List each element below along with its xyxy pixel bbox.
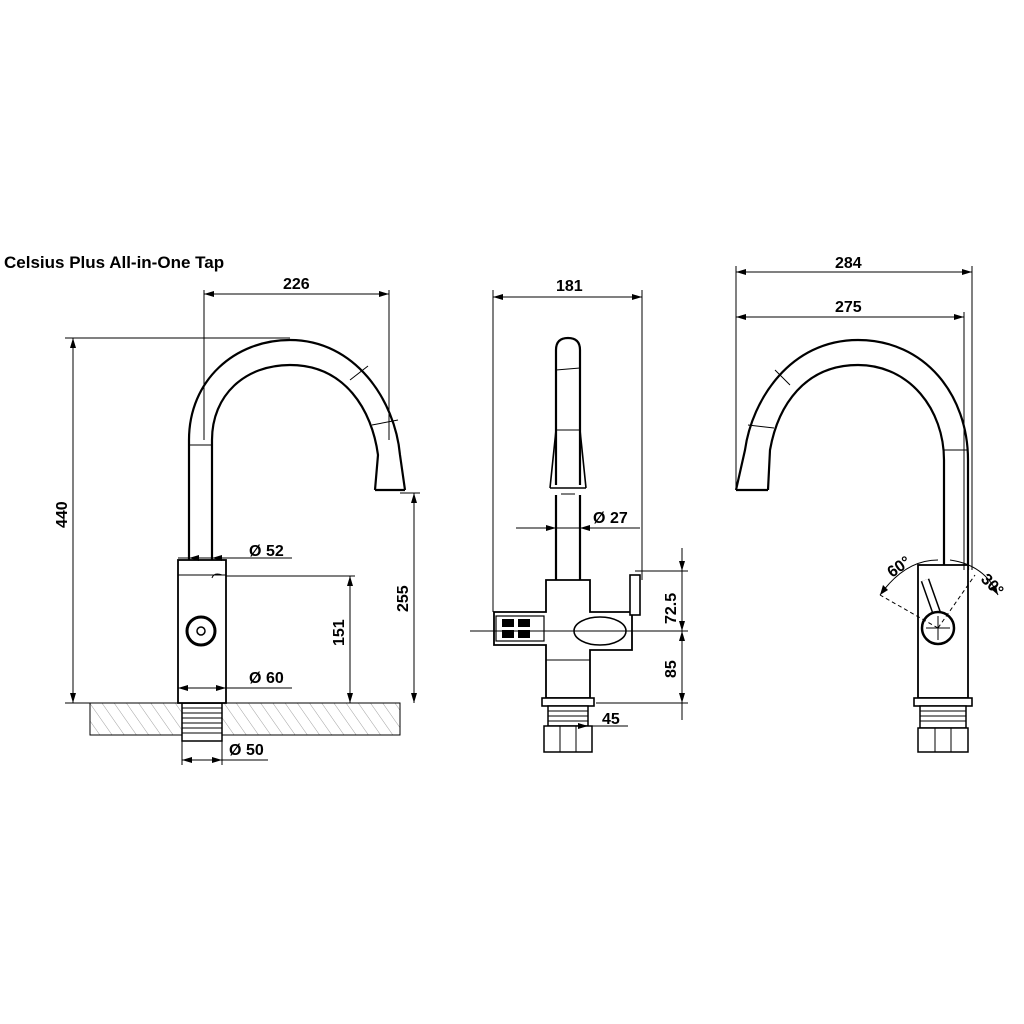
dim-dia-handle: 52: [266, 543, 284, 560]
dim-height: 440: [54, 501, 71, 528]
dim-lever-height: 72.5: [663, 593, 680, 624]
dim-width: 181: [556, 278, 583, 295]
front-view: 181 Ø 27 72.5 85 45: [470, 278, 688, 753]
dim-spout-width: 275: [835, 299, 862, 316]
angle-right: 30°: [977, 571, 1006, 600]
angle-left: 60°: [885, 553, 915, 581]
dim-lower-height: 85: [663, 660, 680, 678]
dim-dia-shank: 50: [246, 742, 264, 759]
dia-symbol-60: Ø: [249, 670, 261, 687]
rear-spout: [734, 338, 970, 570]
dia-symbol-27: Ø: [593, 510, 605, 527]
dim-dia-spout: 27: [610, 510, 628, 527]
dim-overall-width: 284: [835, 255, 862, 272]
side-shank: [181, 702, 223, 742]
front-spout: [554, 336, 582, 485]
dim-base-width: 45: [602, 711, 620, 728]
dim-reach: 226: [283, 276, 310, 293]
dim-dia-base: 60: [266, 670, 284, 687]
side-spout: [187, 338, 407, 560]
side-handle-knob: [185, 615, 217, 647]
countertop: [89, 702, 401, 736]
dia-symbol-50: Ø: [229, 742, 241, 759]
dim-spout-height: 255: [395, 585, 412, 612]
dia-symbol-52: Ø: [249, 543, 261, 560]
drawing-title: Celsius Plus All-in-One Tap: [4, 253, 224, 272]
dim-handle-height: 151: [331, 619, 348, 646]
front-lever[interactable]: [629, 574, 641, 616]
rear-view: 60° 30° 284 275: [734, 255, 1006, 753]
side-view: 226 440 255 151 Ø 52 Ø 60: [54, 276, 420, 765]
